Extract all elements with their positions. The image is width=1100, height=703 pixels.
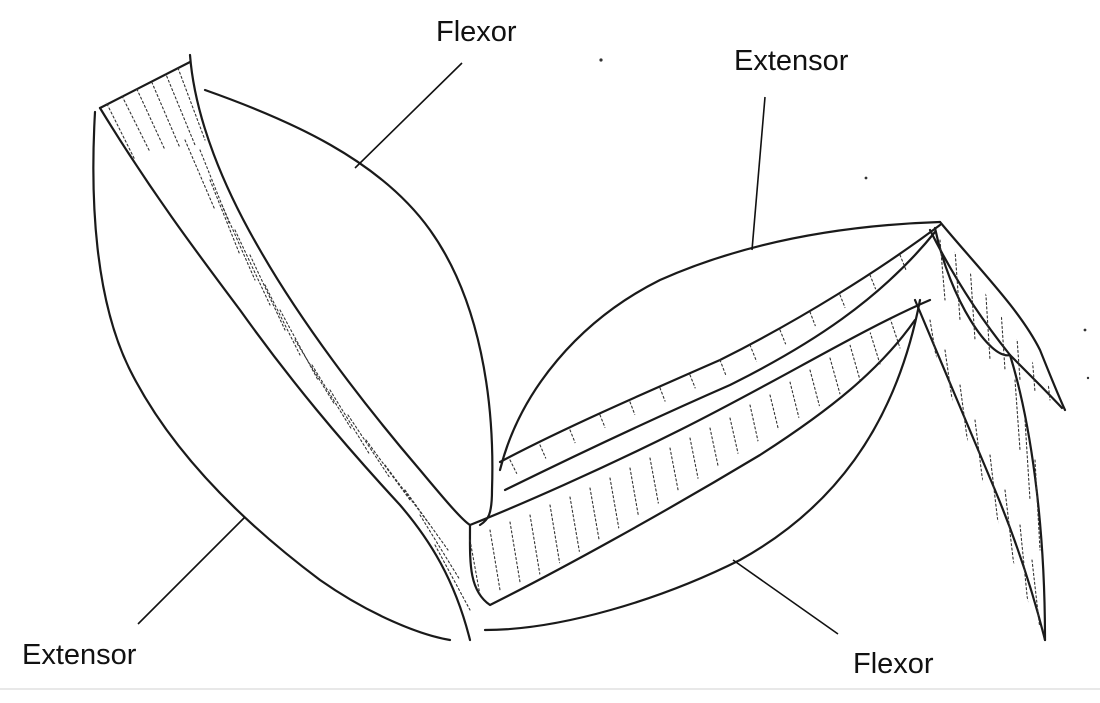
forearm-flexor-muscle — [483, 298, 922, 632]
speck — [1083, 328, 1087, 332]
upper-flexor-muscle — [203, 88, 494, 527]
upper-arm-bone — [98, 53, 472, 642]
hand-bones — [913, 220, 1067, 642]
leader-extensor-lower — [137, 516, 246, 625]
speck — [864, 176, 868, 180]
label-extensor-upper: Extensor — [734, 45, 849, 77]
leader-flexor-upper — [354, 62, 463, 169]
label-flexor-upper: Flexor — [436, 16, 517, 48]
forearm-bones — [468, 223, 942, 607]
forearm-extensor-muscle — [498, 220, 942, 472]
leader-extensor-upper — [751, 96, 766, 251]
upper-extensor-muscle — [92, 110, 452, 642]
speck — [599, 58, 603, 62]
speck — [1086, 376, 1090, 380]
label-extensor-lower: Extensor — [22, 639, 137, 671]
label-flexor-lower: Flexor — [853, 648, 934, 680]
leader-flexor-lower — [732, 559, 839, 635]
